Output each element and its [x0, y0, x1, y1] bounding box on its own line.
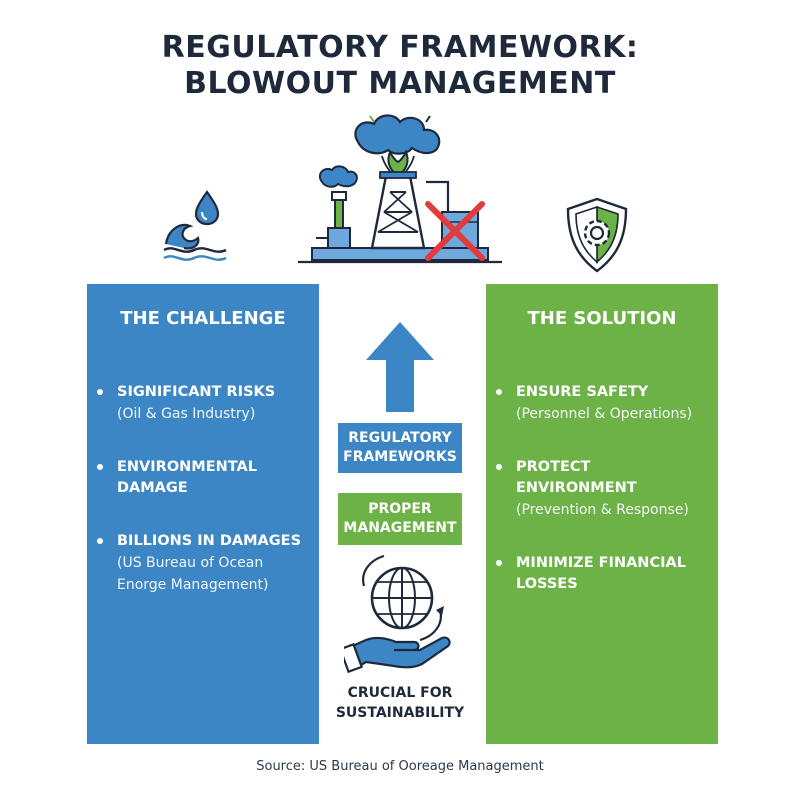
challenge-item: ENVIRONMENTAL DAMAGE — [87, 457, 273, 499]
challenge-list: SIGNIFICANT RISKS (Oil & Gas Industry) E… — [87, 382, 319, 628]
title-line-1: REGULATORY FRAMEWORK: — [161, 30, 639, 65]
challenge-item-title: SIGNIFICANT RISKS — [117, 384, 276, 400]
solution-item-sub: (Prevention & Response) — [516, 502, 689, 518]
challenge-item-title: ENVIRONMENTAL DAMAGE — [117, 459, 257, 496]
solution-item-title: MINIMIZE FINANCIAL LOSSES — [516, 555, 686, 592]
challenge-heading: THE CHALLENGE — [120, 308, 286, 329]
challenge-item: BILLIONS IN DAMAGES (US Bureau of Ocean … — [87, 531, 319, 596]
challenge-item-sub: (Oil & Gas Industry) — [117, 406, 256, 422]
challenge-item-sub: (US Bureau of Ocean Enorge Management) — [117, 555, 269, 593]
solution-heading: THE SOLUTION — [527, 308, 677, 329]
globe-hand-icon — [344, 554, 451, 674]
solution-item-title: ENSURE SAFETY — [516, 384, 649, 400]
solution-panel: THE SOLUTION ENSURE SAFETY (Personnel & … — [486, 284, 718, 744]
solution-item-sub: (Personnel & Operations) — [516, 406, 693, 422]
solution-item-title: PROTECT ENVIRONMENT — [516, 459, 637, 496]
solution-item: PROTECT ENVIRONMENT (Prevention & Respon… — [486, 457, 718, 521]
source-caption: Source: US Bureau of Ooreage Management — [256, 759, 544, 774]
solution-item: ENSURE SAFETY (Personnel & Operations) — [486, 382, 718, 425]
challenge-panel: THE CHALLENGE SIGNIFICANT RISKS (Oil & G… — [87, 284, 319, 744]
up-arrow-icon — [366, 322, 434, 412]
regulatory-frameworks-label: REGULATORY FRAMEWORKS — [338, 423, 462, 473]
challenge-item-title: BILLIONS IN DAMAGES — [117, 533, 302, 549]
oil-rig-blowout-icon — [298, 114, 502, 264]
proper-management-label: PROPER MANAGEMENT — [338, 493, 462, 545]
shield-gear-icon — [566, 197, 628, 273]
water-drop-wave-icon — [163, 190, 227, 261]
title-line-2: BLOWOUT MANAGEMENT — [184, 66, 616, 101]
solution-item: MINIMIZE FINANCIAL LOSSES — [486, 553, 692, 595]
challenge-item: SIGNIFICANT RISKS (Oil & Gas Industry) — [87, 382, 319, 425]
solution-list: ENSURE SAFETY (Personnel & Operations) P… — [486, 382, 718, 627]
sustainability-text: CRUCIAL FOR SUSTAINABILITY — [335, 685, 465, 721]
page-title: REGULATORY FRAMEWORK: BLOWOUT MANAGEMENT — [0, 30, 800, 102]
